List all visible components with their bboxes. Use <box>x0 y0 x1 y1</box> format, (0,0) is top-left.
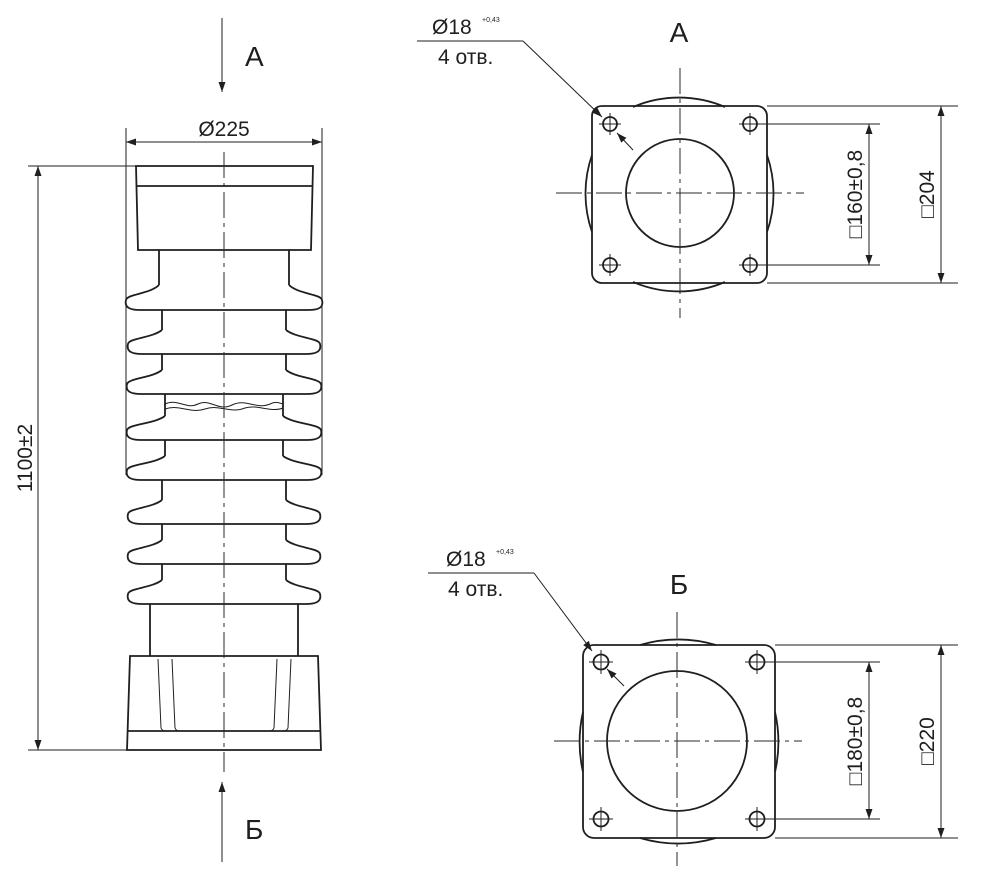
diameter-dimension-text: Ø225 <box>198 118 249 141</box>
view-b: Б Ø18 +0,43 4 отв. <box>428 548 958 866</box>
view-a-hole-diameter: Ø18 <box>432 16 472 39</box>
height-dimension-text: 1100±2 <box>14 424 37 492</box>
shed <box>125 369 323 416</box>
view-b-label: Б <box>245 814 263 845</box>
view-b-bolt-square-dimension: □180±0,8 <box>844 697 867 785</box>
view-b-hole-tolerance: +0,43 <box>496 549 514 556</box>
view-b-hole-callout: Ø18 +0,43 4 отв. <box>428 548 625 687</box>
view-b-hole-diameter: Ø18 <box>446 548 486 571</box>
view-a-hole-tolerance: +0,43 <box>482 17 500 24</box>
side-view: А Б Ø225 1100±2 <box>14 18 324 862</box>
shed <box>124 284 324 330</box>
view-a-label: А <box>245 41 264 72</box>
view-b-leader <box>533 572 593 652</box>
view-a-bolt-square-dimension: □160±0,8 <box>844 150 867 238</box>
view-a-hole-count: 4 отв. <box>438 46 493 69</box>
view-b-body-arc <box>639 638 717 646</box>
insulator-body <box>124 250 324 656</box>
view-a-leader <box>522 40 603 118</box>
view-a: А Ø18 +0,43 4 отв. <box>417 16 958 318</box>
view-a-body-arc <box>632 96 726 108</box>
view-b-flange-square-dimension: □220 <box>916 717 939 765</box>
view-b-hole-count: 4 отв. <box>448 578 503 601</box>
view-b-title: Б <box>670 569 688 600</box>
view-a-hole-callout: Ø18 +0,43 4 отв. <box>417 16 634 151</box>
view-a-title: А <box>670 17 689 48</box>
view-a-flange-square-dimension: □204 <box>916 170 939 218</box>
